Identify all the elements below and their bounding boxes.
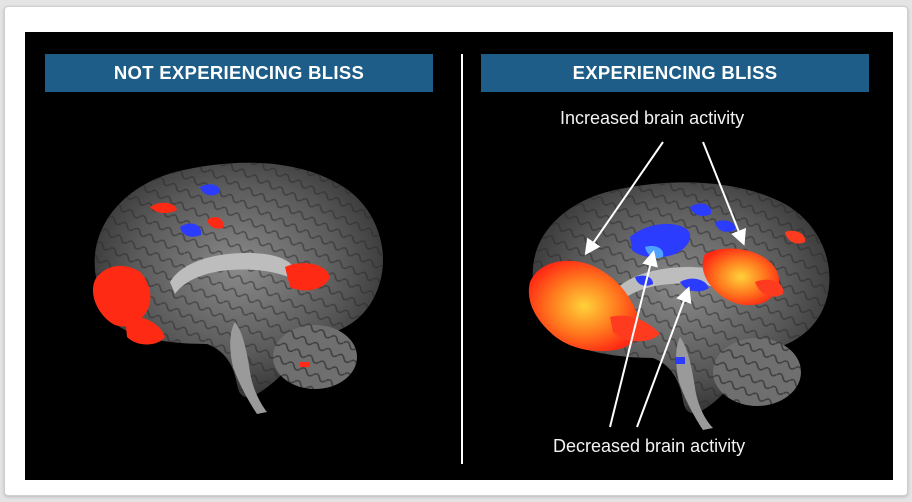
figure-frame: NOT EXPERIENCING BLISS EXPERIENCING BLIS… xyxy=(4,6,908,496)
left-activation-decreased xyxy=(200,184,220,196)
decreased-activity-label: Decreased brain activity xyxy=(553,436,746,456)
left-brainstem xyxy=(230,322,267,414)
panel-title-experiencing-bliss: EXPERIENCING BLISS xyxy=(481,54,869,92)
arrow-decreased-thalamus xyxy=(636,286,692,428)
increased-activity-label: Increased brain activity xyxy=(560,108,745,128)
arrow-decreased-cingulate xyxy=(609,250,658,428)
right-activation-frontal xyxy=(528,260,640,352)
left-corpus-callosum xyxy=(170,252,297,294)
left-activation-parietal xyxy=(285,263,330,291)
left-activation-frontal xyxy=(92,265,151,327)
arrow-increased-parietal xyxy=(702,141,746,246)
panel-divider xyxy=(461,54,463,464)
right-activation-decreased-cingulate xyxy=(630,223,691,258)
arrow-increased-frontal xyxy=(584,141,664,256)
brain-scans xyxy=(92,162,830,430)
annotation-arrows xyxy=(584,141,746,428)
fmri-figure: NOT EXPERIENCING BLISS EXPERIENCING BLIS… xyxy=(25,32,893,480)
left-brain-scan xyxy=(92,162,384,414)
right-activation-parietal xyxy=(702,248,780,306)
right-brainstem xyxy=(676,337,713,430)
panel-title-not-experiencing-bliss: NOT EXPERIENCING BLISS xyxy=(45,54,433,92)
